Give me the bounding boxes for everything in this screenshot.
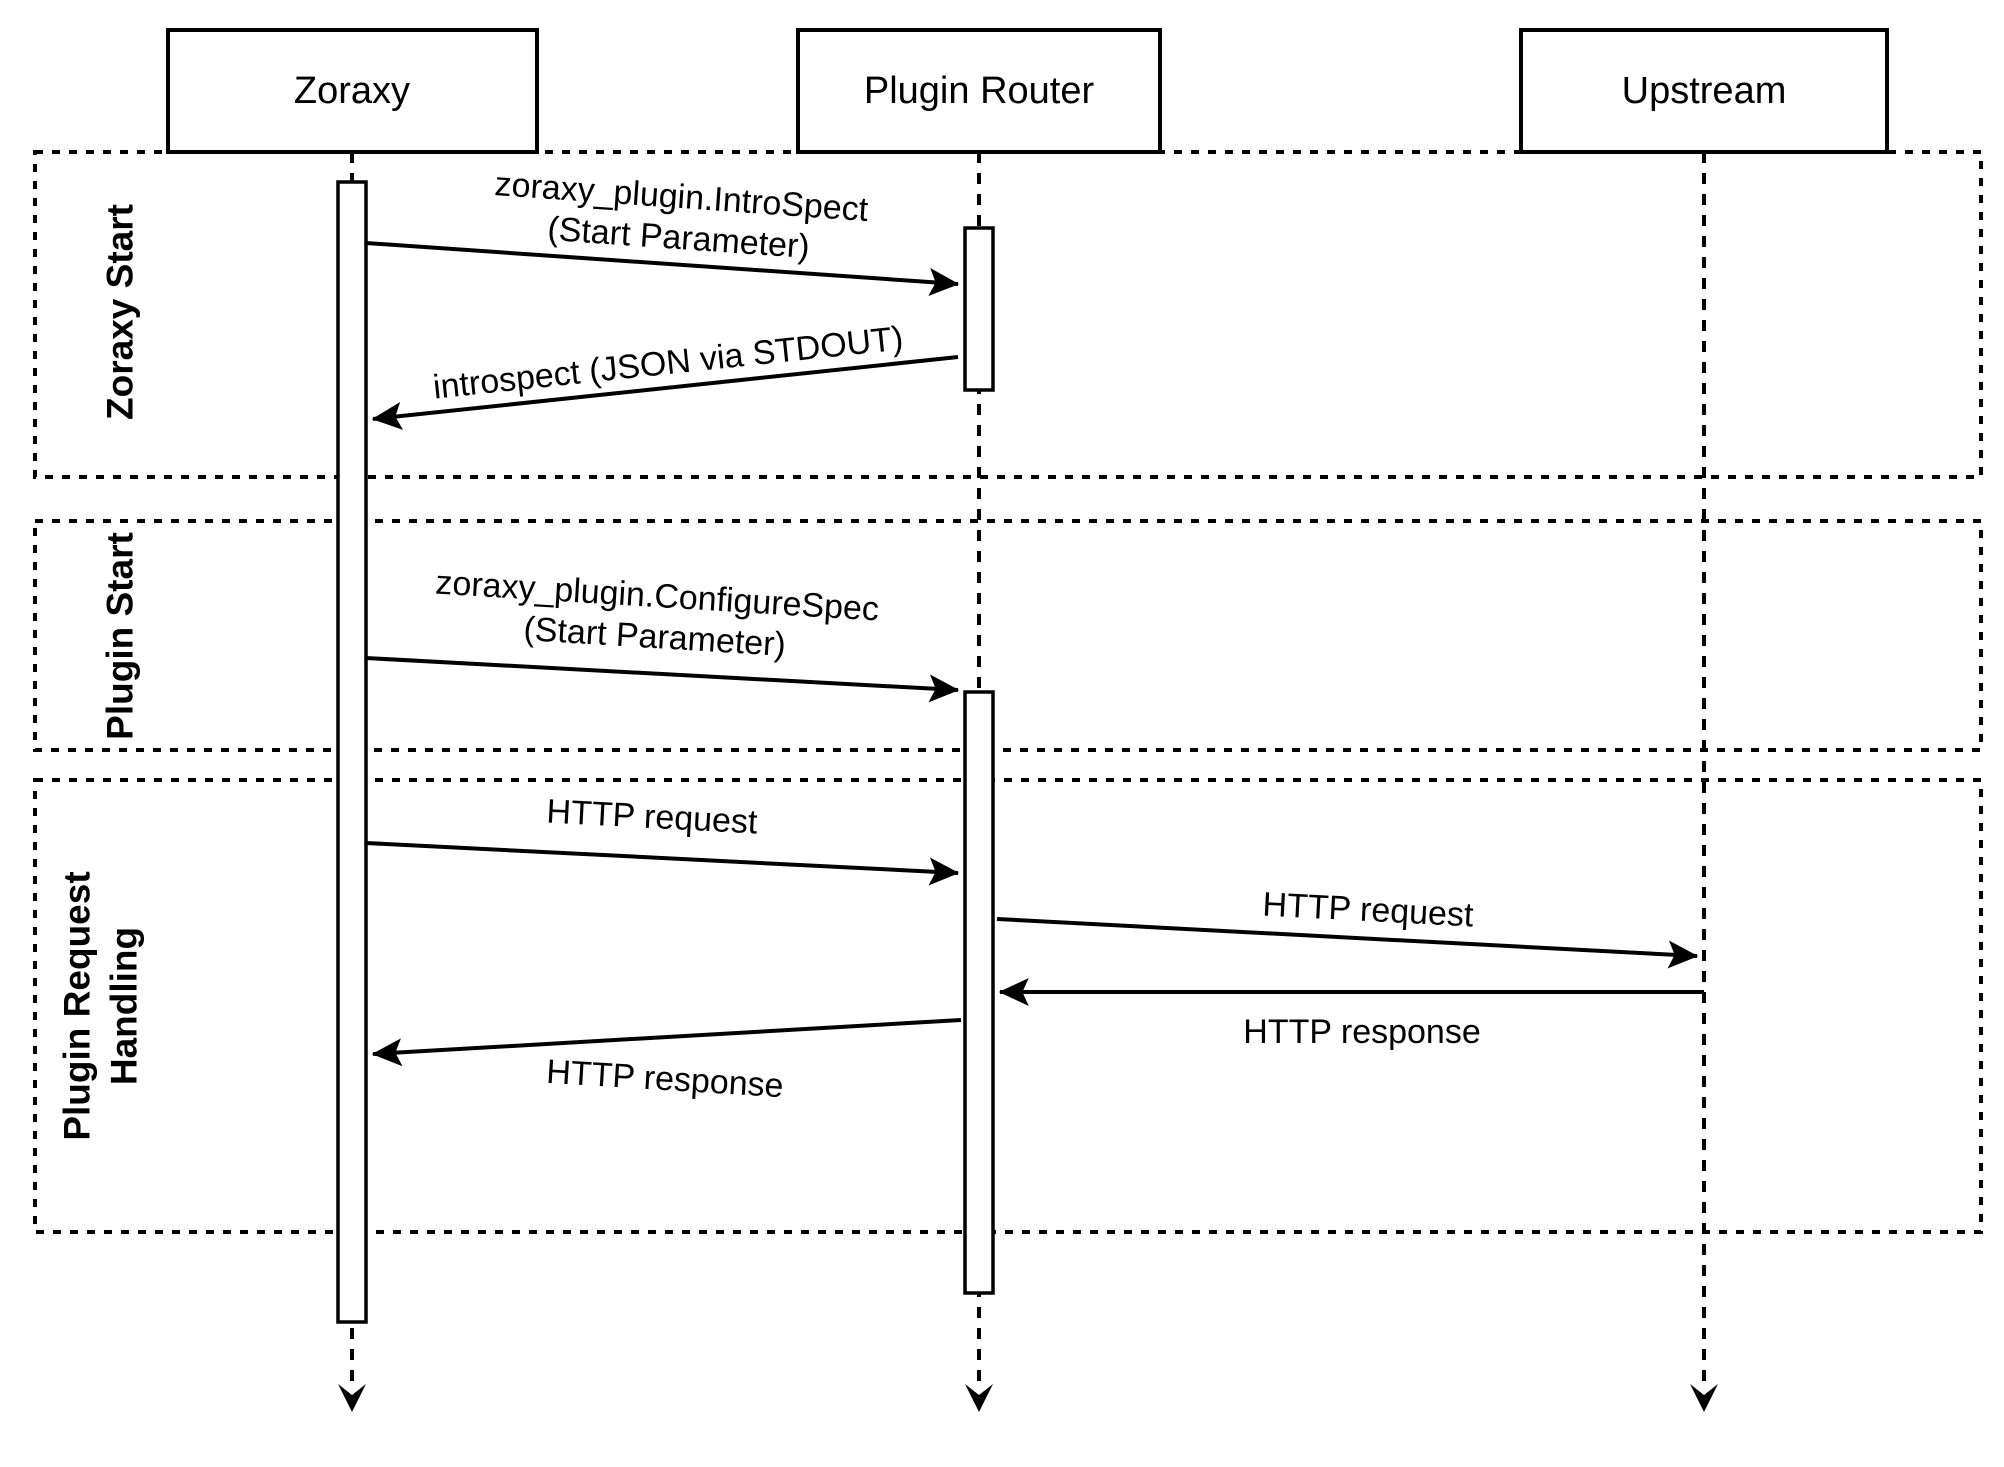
message-arrow-http-request-to-plugin (365, 841, 960, 886)
message-arrow-http-response-to-zoraxy (371, 1018, 962, 1067)
participant-zoraxy: Zoraxy (166, 28, 539, 154)
participant-box-plugin-router (796, 28, 1162, 154)
phase-plugin-request-handling-box (33, 778, 1983, 1234)
phase-zoraxy-start: Zoraxy Start (33, 150, 1983, 479)
participant-label-plugin-router: Plugin Router (864, 70, 1095, 112)
phase-label-zoraxy-start: Zoraxy Start (100, 204, 141, 420)
message-introspect-call: zoraxy_plugin.IntroSpect (Start Paramete… (365, 165, 960, 296)
participant-box-zoraxy (166, 28, 539, 154)
message-introspect-return: introspect (JSON via STDOUT) (371, 319, 959, 430)
participant-label-upstream: Upstream (1622, 70, 1787, 112)
activation-bar-plugin-router-main (963, 690, 995, 1295)
message-label-introspect-return: introspect (JSON via STDOUT) (431, 319, 905, 406)
message-http-request-to-plugin: HTTP request (365, 793, 960, 886)
phase-label-plugin-request-handling-line1: Plugin Request (57, 871, 98, 1140)
message-arrow-http-request-to-upstream (996, 917, 1699, 969)
message-arrow-introspect-return (371, 355, 959, 430)
lifeline-arrowhead-zoraxy (338, 1384, 366, 1412)
message-label-http-response-from-upstream: HTTP response (1243, 1013, 1480, 1051)
activation-bar-plugin-router-introspect (963, 226, 995, 392)
phase-plugin-start-box (33, 519, 1983, 752)
message-configurespec-call: zoraxy_plugin.ConfigureSpec (Start Param… (365, 564, 960, 703)
message-http-request-to-upstream: HTTP request (996, 886, 1699, 969)
participant-box-upstream (1519, 28, 1889, 154)
phase-zoraxy-start-box (33, 150, 1983, 479)
message-http-response-to-zoraxy: HTTP response (371, 1018, 962, 1105)
phase-label-plugin-request-handling-line2: Handling (104, 927, 145, 1085)
participant-plugin-router: Plugin Router (796, 28, 1162, 154)
message-label-http-request-to-plugin: HTTP request (546, 793, 759, 842)
message-http-response-from-upstream: HTTP response (998, 978, 1704, 1051)
lifeline-arrowhead-upstream (1690, 1384, 1718, 1412)
phase-plugin-request-handling: Plugin Request Handling (33, 778, 1983, 1234)
message-label-http-request-to-upstream: HTTP request (1262, 886, 1475, 935)
activation-bar-zoraxy (336, 180, 368, 1324)
phase-label-plugin-start: Plugin Start (100, 532, 141, 740)
message-arrow-configurespec-call (365, 656, 960, 703)
message-arrow-introspect-call (365, 241, 960, 296)
message-label-http-response-to-zoraxy: HTTP response (545, 1053, 784, 1105)
lifeline-arrowhead-plugin-router (965, 1384, 993, 1412)
phase-plugin-start: Plugin Start (33, 519, 1983, 752)
participant-label-zoraxy: Zoraxy (294, 70, 410, 112)
participant-upstream: Upstream (1519, 28, 1889, 154)
